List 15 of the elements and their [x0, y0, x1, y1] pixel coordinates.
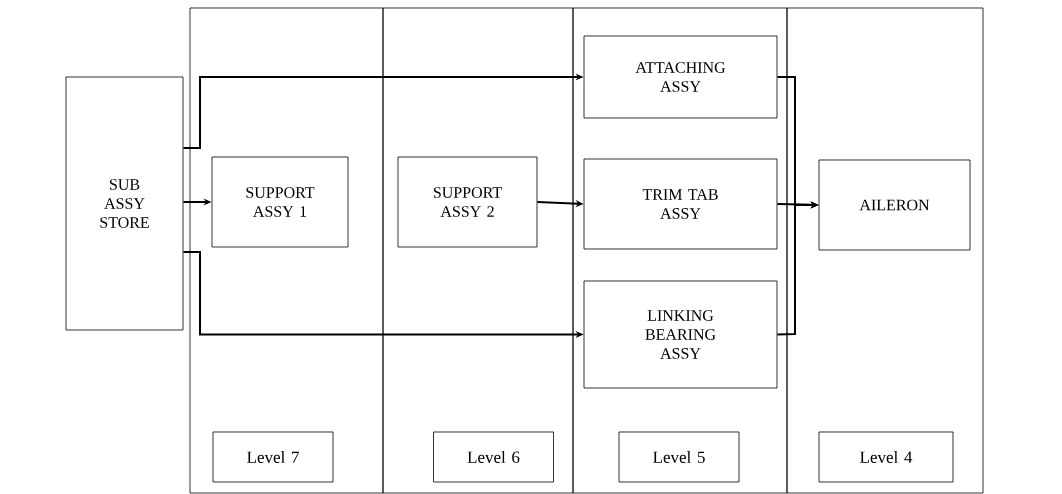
level-label: Level 5: [618, 431, 740, 483]
assembly-box: TRIM TAB ASSY: [583, 158, 778, 250]
assembly-box: LINKING BEARING ASSY: [583, 280, 778, 389]
assembly-box: ATTACHING ASSY: [583, 35, 778, 119]
assembly-box: SUPPORT ASSY 2: [397, 156, 538, 248]
level-column: [189, 7, 384, 494]
level-label: Level 4: [818, 431, 954, 483]
level-column: [572, 7, 788, 494]
store-box: SUB ASSY STORE: [65, 76, 184, 331]
level-column: [786, 7, 984, 494]
level-label: Level 7: [212, 431, 334, 483]
assembly-box: SUPPORT ASSY 1: [211, 156, 349, 248]
assembly-box: AILERON: [818, 159, 971, 251]
level-label: Level 6: [433, 431, 554, 483]
level-column: [382, 7, 574, 494]
